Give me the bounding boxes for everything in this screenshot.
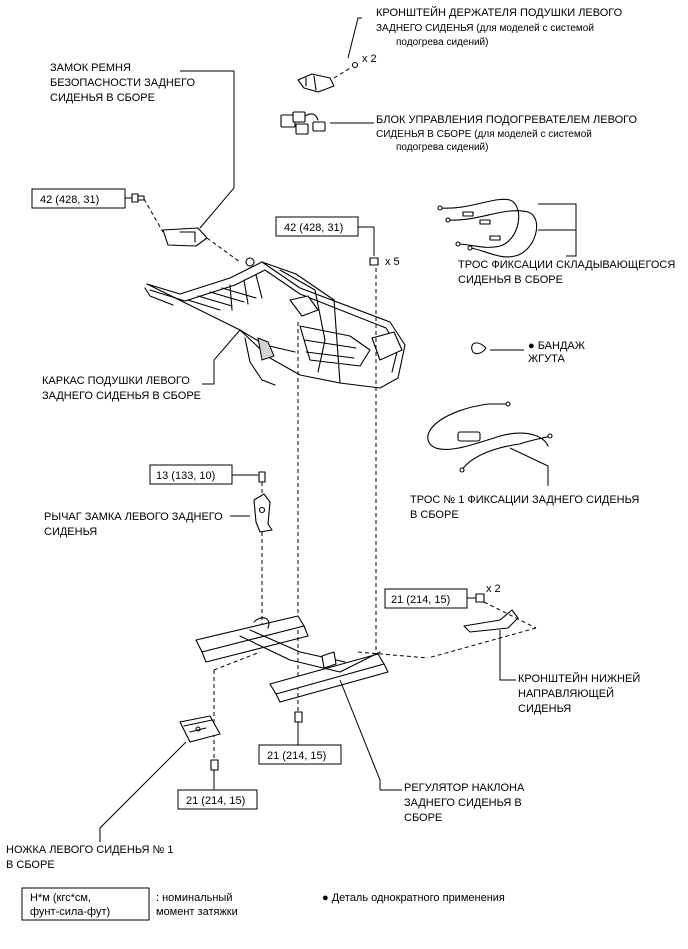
legend-torque-box bbox=[21, 887, 150, 921]
lever-bolt-part bbox=[258, 471, 266, 483]
harness-band-part bbox=[471, 342, 487, 355]
lower-rail-bracket-label: КРОНШТЕЙН НИЖНЕЙ bbox=[518, 672, 640, 685]
cable-no1-label: ТРОС № 1 ФИКСАЦИИ ЗАДНЕГО СИДЕНЬЯ bbox=[410, 494, 639, 506]
leg-bolt-part bbox=[210, 759, 219, 771]
leg-no1-label: НОЖКА ЛЕВОГО СИДЕНЬЯ № 1 bbox=[6, 844, 174, 856]
svg-text:ЖГУТА: ЖГУТА bbox=[528, 353, 565, 365]
lock-lever-label: РЫЧАГ ЗАМКА ЛЕВОГО ЗАДНЕГО bbox=[44, 511, 223, 523]
svg-text:x 5: x 5 bbox=[385, 256, 400, 268]
svg-text:x 2: x 2 bbox=[486, 583, 501, 595]
svg-text:подогрева сидений): подогрева сидений) bbox=[396, 37, 488, 48]
frame-nut-part bbox=[369, 257, 379, 266]
svg-text:НАПРАВЛЯЮЩЕЙ: НАПРАВЛЯЮЩЕЙ bbox=[518, 687, 614, 700]
buckle-bolt-part bbox=[131, 193, 145, 203]
svg-text:фунт-сила-фут): фунт-сила-фут) bbox=[30, 906, 110, 918]
cushion-frame-part bbox=[144, 257, 406, 389]
bracket-cushion-holder-label: КРОНШТЕЙН ДЕРЖАТЕЛЯ ПОДУШКИ ЛЕВОГО bbox=[376, 6, 623, 19]
svg-text:БЕЗОПАСНОСТИ ЗАДНЕГО: БЕЗОПАСНОСТИ ЗАДНЕГО bbox=[50, 77, 196, 89]
fold-cable-label: ТРОС ФИКСАЦИИ СКЛАДЫВАЮЩЕГОСЯ bbox=[458, 259, 675, 271]
svg-text:В СБОРЕ: В СБОРЕ bbox=[410, 509, 459, 521]
buckle-part bbox=[162, 227, 208, 247]
bracket-screw-qty: x 2 bbox=[362, 53, 377, 65]
svg-text:СИДЕНЬЯ В СБОРЕ (для моделей с: СИДЕНЬЯ В СБОРЕ (для моделей с системой bbox=[376, 129, 592, 140]
svg-text:42 (428, 31): 42 (428, 31) bbox=[284, 222, 343, 234]
svg-text:ЗАДНЕГО СИДЕНЬЯ (для моделей с: ЗАДНЕГО СИДЕНЬЯ (для моделей с системой bbox=[376, 23, 594, 34]
heater-control-label: БЛОК УПРАВЛЕНИЯ ПОДОГРЕВАТЕЛЕМ ЛЕВОГО bbox=[376, 114, 637, 126]
svg-text:В СБОРЕ: В СБОРЕ bbox=[6, 859, 55, 871]
svg-text:момент затяжки: момент затяжки bbox=[156, 906, 238, 918]
heater-control-part bbox=[280, 111, 326, 135]
svg-text:42 (428, 31): 42 (428, 31) bbox=[40, 194, 99, 206]
lock-lever-part bbox=[253, 493, 273, 533]
svg-text:Н*м (кгс*см,: Н*м (кгс*см, bbox=[30, 892, 91, 904]
cushion-frame-label: КАРКАС ПОДУШКИ ЛЕВОГО bbox=[42, 375, 190, 387]
buckle-label: ЗАМОК РЕМНЯ bbox=[50, 62, 131, 74]
recliner-bolt-part bbox=[294, 711, 303, 723]
svg-text:21 (214, 15): 21 (214, 15) bbox=[267, 750, 326, 762]
torque-box-leg bbox=[177, 789, 258, 810]
svg-text:СИДЕНЬЯ: СИДЕНЬЯ bbox=[518, 703, 571, 715]
recliner-part bbox=[195, 615, 389, 703]
svg-text:21 (214, 15): 21 (214, 15) bbox=[391, 594, 450, 606]
svg-text:ЗАДНЕГО СИДЕНЬЯ В СБОРЕ: ЗАДНЕГО СИДЕНЬЯ В СБОРЕ bbox=[42, 390, 201, 402]
leg-no1-part bbox=[179, 715, 221, 743]
legend-one-time-note: ● Деталь однократного применения bbox=[322, 892, 505, 904]
svg-text:13 (133, 10): 13 (133, 10) bbox=[156, 470, 215, 482]
lower-rail-bracket-part bbox=[463, 609, 519, 633]
torque-box-recliner bbox=[258, 744, 342, 765]
cable-no1-part bbox=[427, 401, 553, 473]
bracket-cushion-holder-part bbox=[297, 61, 359, 93]
svg-text:подогрева сидений): подогрева сидений) bbox=[396, 142, 488, 153]
rail-bracket-bolt-part bbox=[475, 593, 485, 603]
svg-text:СБОРЕ: СБОРЕ bbox=[404, 812, 442, 824]
svg-text:СИДЕНЬЯ В СБОРЕ: СИДЕНЬЯ В СБОРЕ bbox=[458, 274, 563, 286]
harness-band-label: ● БАНДАЖ bbox=[528, 340, 585, 352]
recliner-label: РЕГУЛЯТОР НАКЛОНА bbox=[404, 782, 525, 794]
legend-torque-note: : номинальный bbox=[156, 892, 232, 904]
svg-text:СИДЕНЬЯ: СИДЕНЬЯ bbox=[44, 526, 97, 538]
svg-text:ЗАДНЕГО СИДЕНЬЯ В: ЗАДНЕГО СИДЕНЬЯ В bbox=[404, 797, 522, 809]
svg-text:21 (214, 15): 21 (214, 15) bbox=[186, 795, 245, 807]
fold-cable-part bbox=[437, 198, 538, 258]
svg-text:СИДЕНЬЯ В СБОРЕ: СИДЕНЬЯ В СБОРЕ bbox=[50, 92, 155, 104]
